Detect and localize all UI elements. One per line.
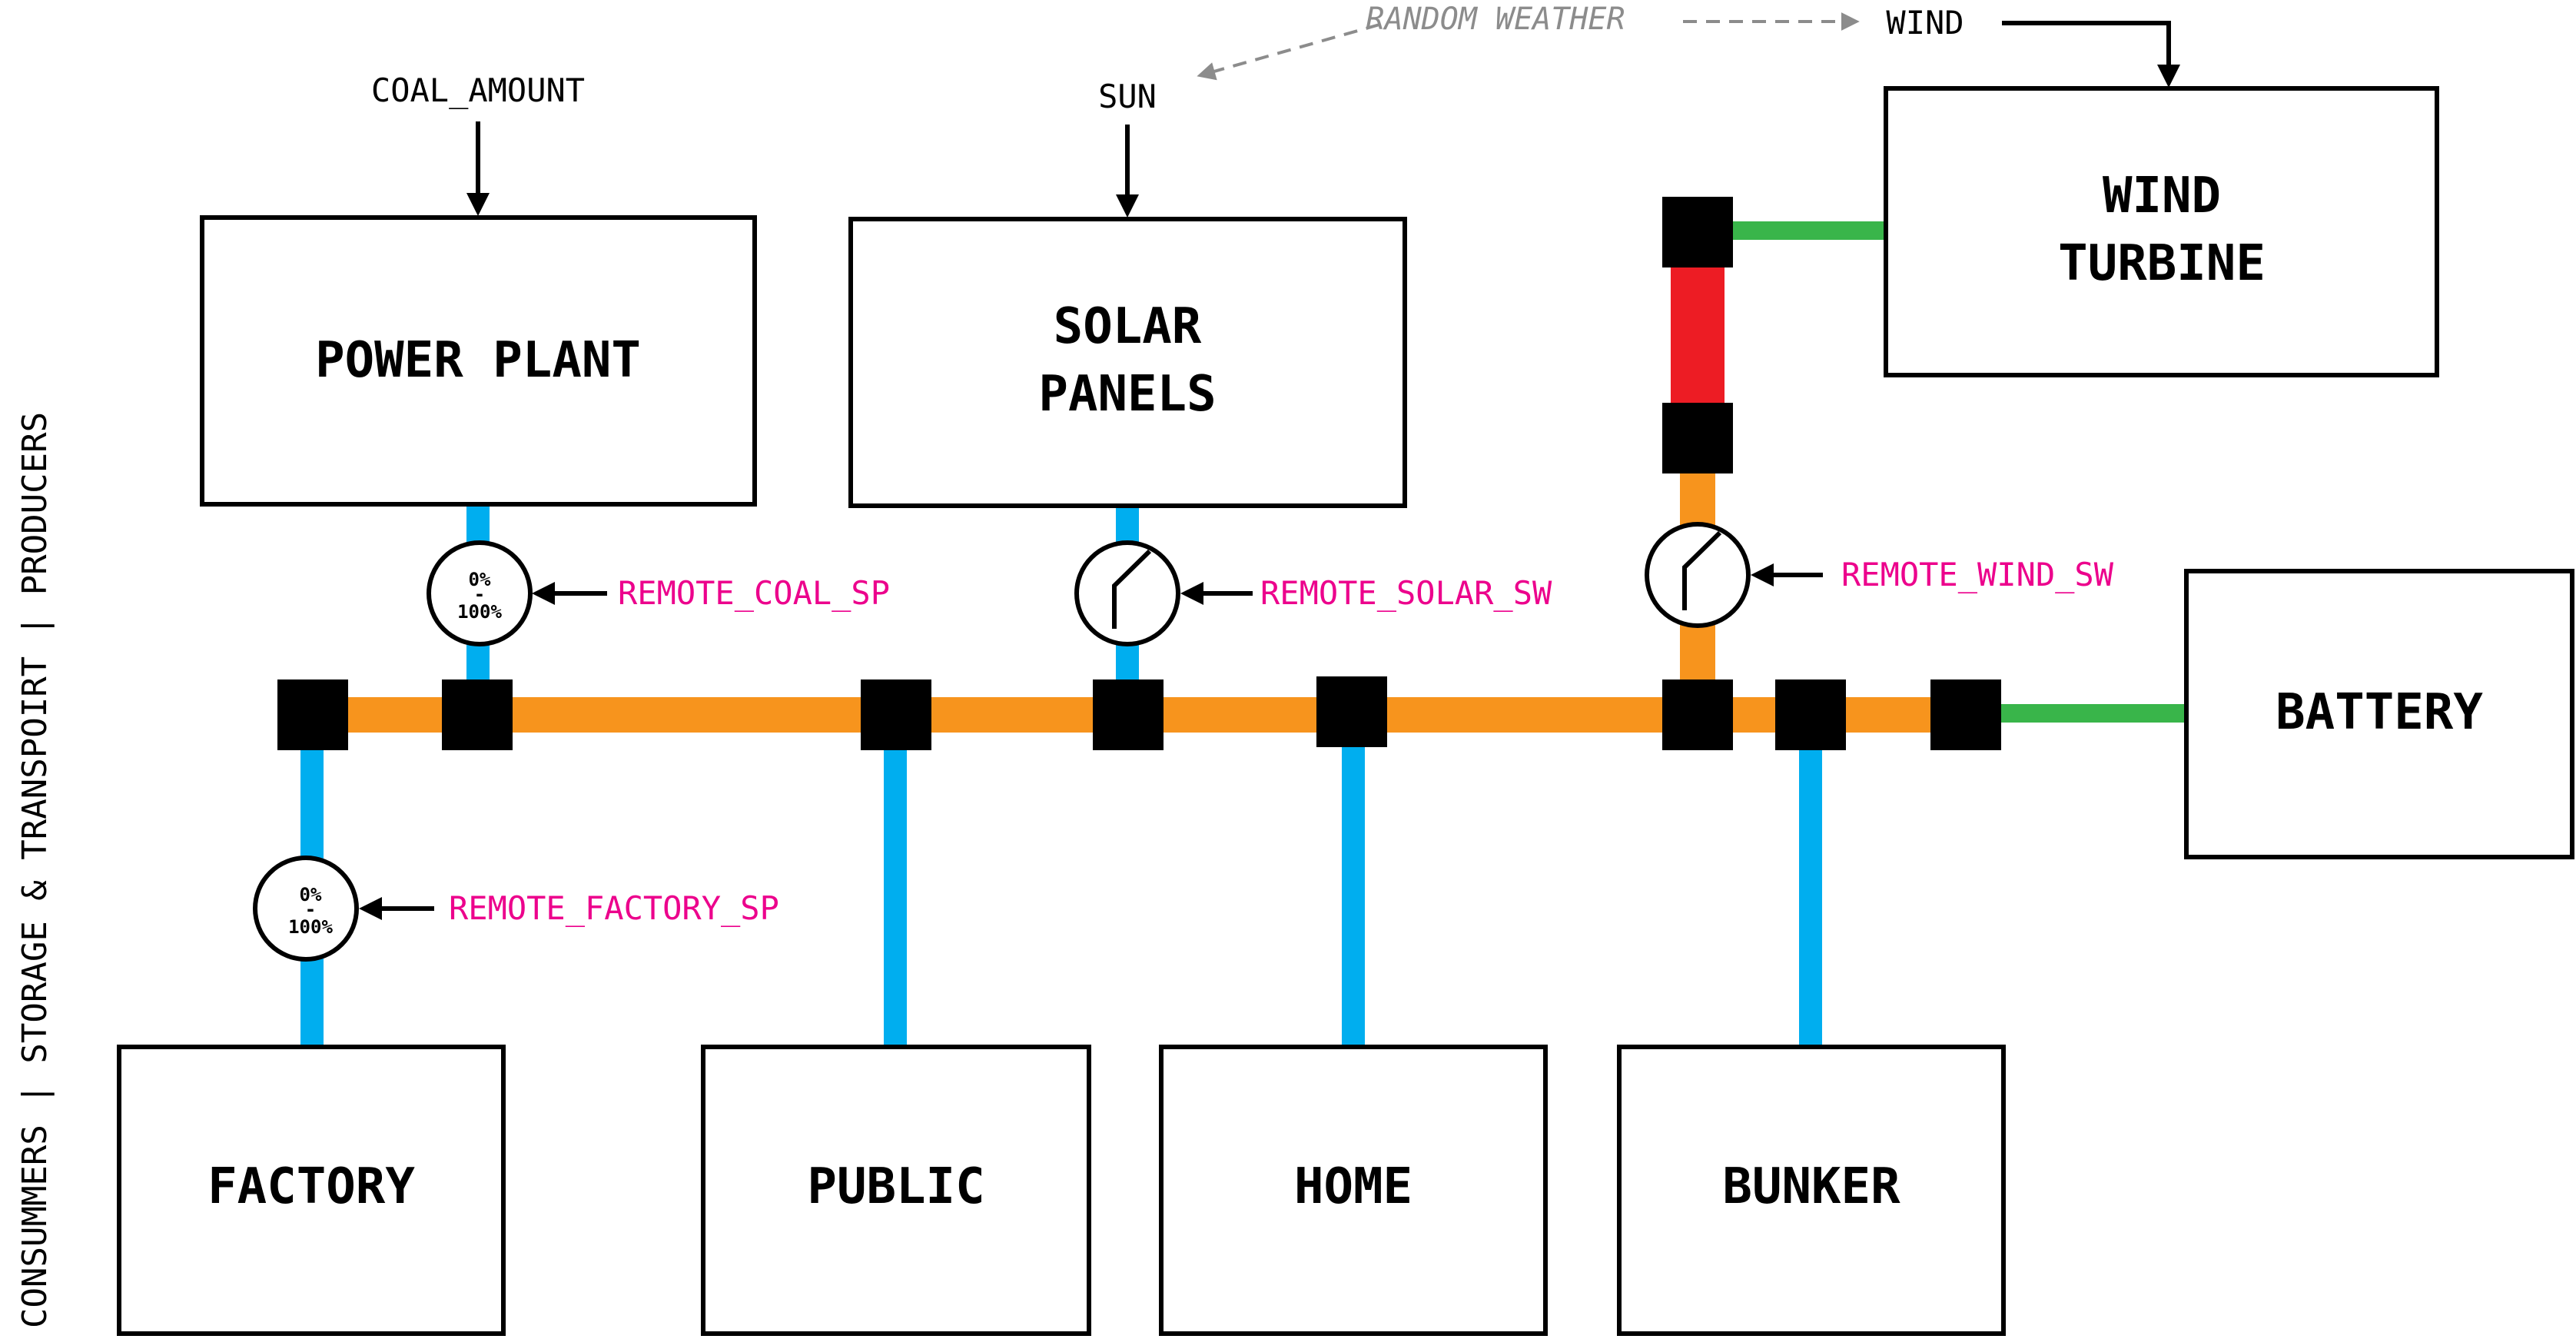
switch-open-icon[interactable] [1074, 540, 1180, 646]
section-side-label: CONSUMMERS | STORAGE & TRANSPOIRT | PROD… [15, 412, 55, 1328]
input-wind: WIND [1886, 4, 2180, 88]
feeder-lines [300, 503, 1822, 1047]
remote-wind-sw-label: REMOTE_WIND_SW [1841, 556, 2114, 593]
node-wind-mid [1662, 403, 1733, 473]
node-bunker [1775, 679, 1846, 750]
factory-dial-max: 100% [288, 916, 333, 938]
power-plant-label: POWER PLANT [315, 332, 641, 389]
wind-input-label: WIND [1886, 4, 1964, 42]
switch-open-icon[interactable] [1645, 522, 1751, 628]
solar-label-line2: PANELS [1038, 366, 1216, 423]
consumer-bunker: BUNKER [1617, 1045, 2006, 1336]
wind-switch-blade [1682, 530, 1722, 610]
solar-switch-blade [1112, 549, 1152, 629]
node-factory [277, 679, 348, 750]
consumer-home: HOME [1159, 1045, 1548, 1336]
random-weather-label: RANDOM WEATHER [1366, 2, 1625, 37]
node-solar [1093, 679, 1164, 750]
setpoint-dial-icon[interactable]: 0% - 100% [253, 856, 359, 962]
setpoint-dial-icon[interactable]: 0% - 100% [427, 540, 533, 646]
remote-wind-sw: REMOTE_WIND_SW [1751, 556, 2114, 593]
bunker-label: BUNKER [1722, 1158, 1900, 1215]
coal-dial-max: 100% [457, 601, 502, 623]
home-label: HOME [1294, 1158, 1412, 1215]
coal-dial-min: 0% [469, 569, 491, 590]
junction-nodes [277, 197, 2001, 750]
remote-solar-sw-label: REMOTE_SOLAR_SW [1260, 574, 1552, 612]
node-home [1316, 676, 1387, 747]
consumer-public: PUBLIC [701, 1045, 1091, 1336]
storage-battery: BATTERY [2184, 569, 2574, 859]
producer-solar-panels: SOLAR PANELS [848, 217, 1407, 508]
producer-power-plant: POWER PLANT [200, 215, 757, 507]
node-wind [1662, 679, 1733, 750]
node-wind-top [1662, 197, 1733, 267]
factory-label: FACTORY [207, 1158, 415, 1215]
input-coal: COAL_AMOUNT [371, 71, 585, 216]
solar-label-line1: SOLAR [1054, 298, 1202, 355]
wind-arrow [2002, 21, 2180, 88]
remote-factory-sp-label: REMOTE_FACTORY_SP [449, 889, 779, 927]
battery-label: BATTERY [2276, 684, 2483, 741]
remote-solar-sw: REMOTE_SOLAR_SW [1180, 574, 1552, 612]
factory-dial-min: 0% [300, 884, 322, 905]
input-sun: SUN [1098, 78, 1157, 218]
input-random-weather: RANDOM WEATHER [1197, 2, 1860, 81]
remote-coal-sp-label: REMOTE_COAL_SP [618, 574, 890, 612]
coal-dial-sep: - [474, 583, 485, 605]
weather-arrow-to-sun [1197, 23, 1380, 81]
node-public [861, 679, 931, 750]
node-battery [1930, 679, 2001, 750]
factory-dial-sep: - [305, 899, 316, 920]
wind-label-line1: WIND [2103, 168, 2221, 224]
sun-label: SUN [1098, 78, 1157, 115]
public-label: PUBLIC [807, 1158, 984, 1215]
producer-wind-turbine: WIND TURBINE [1884, 86, 2439, 377]
remote-coal-sp: REMOTE_COAL_SP [532, 574, 890, 612]
wind-label-line2: TURBINE [2058, 235, 2266, 292]
coal-amount-label: COAL_AMOUNT [371, 71, 585, 109]
node-power-plant [442, 679, 513, 750]
consumer-factory: FACTORY [117, 1045, 506, 1336]
remote-factory-sp: REMOTE_FACTORY_SP [359, 889, 779, 927]
